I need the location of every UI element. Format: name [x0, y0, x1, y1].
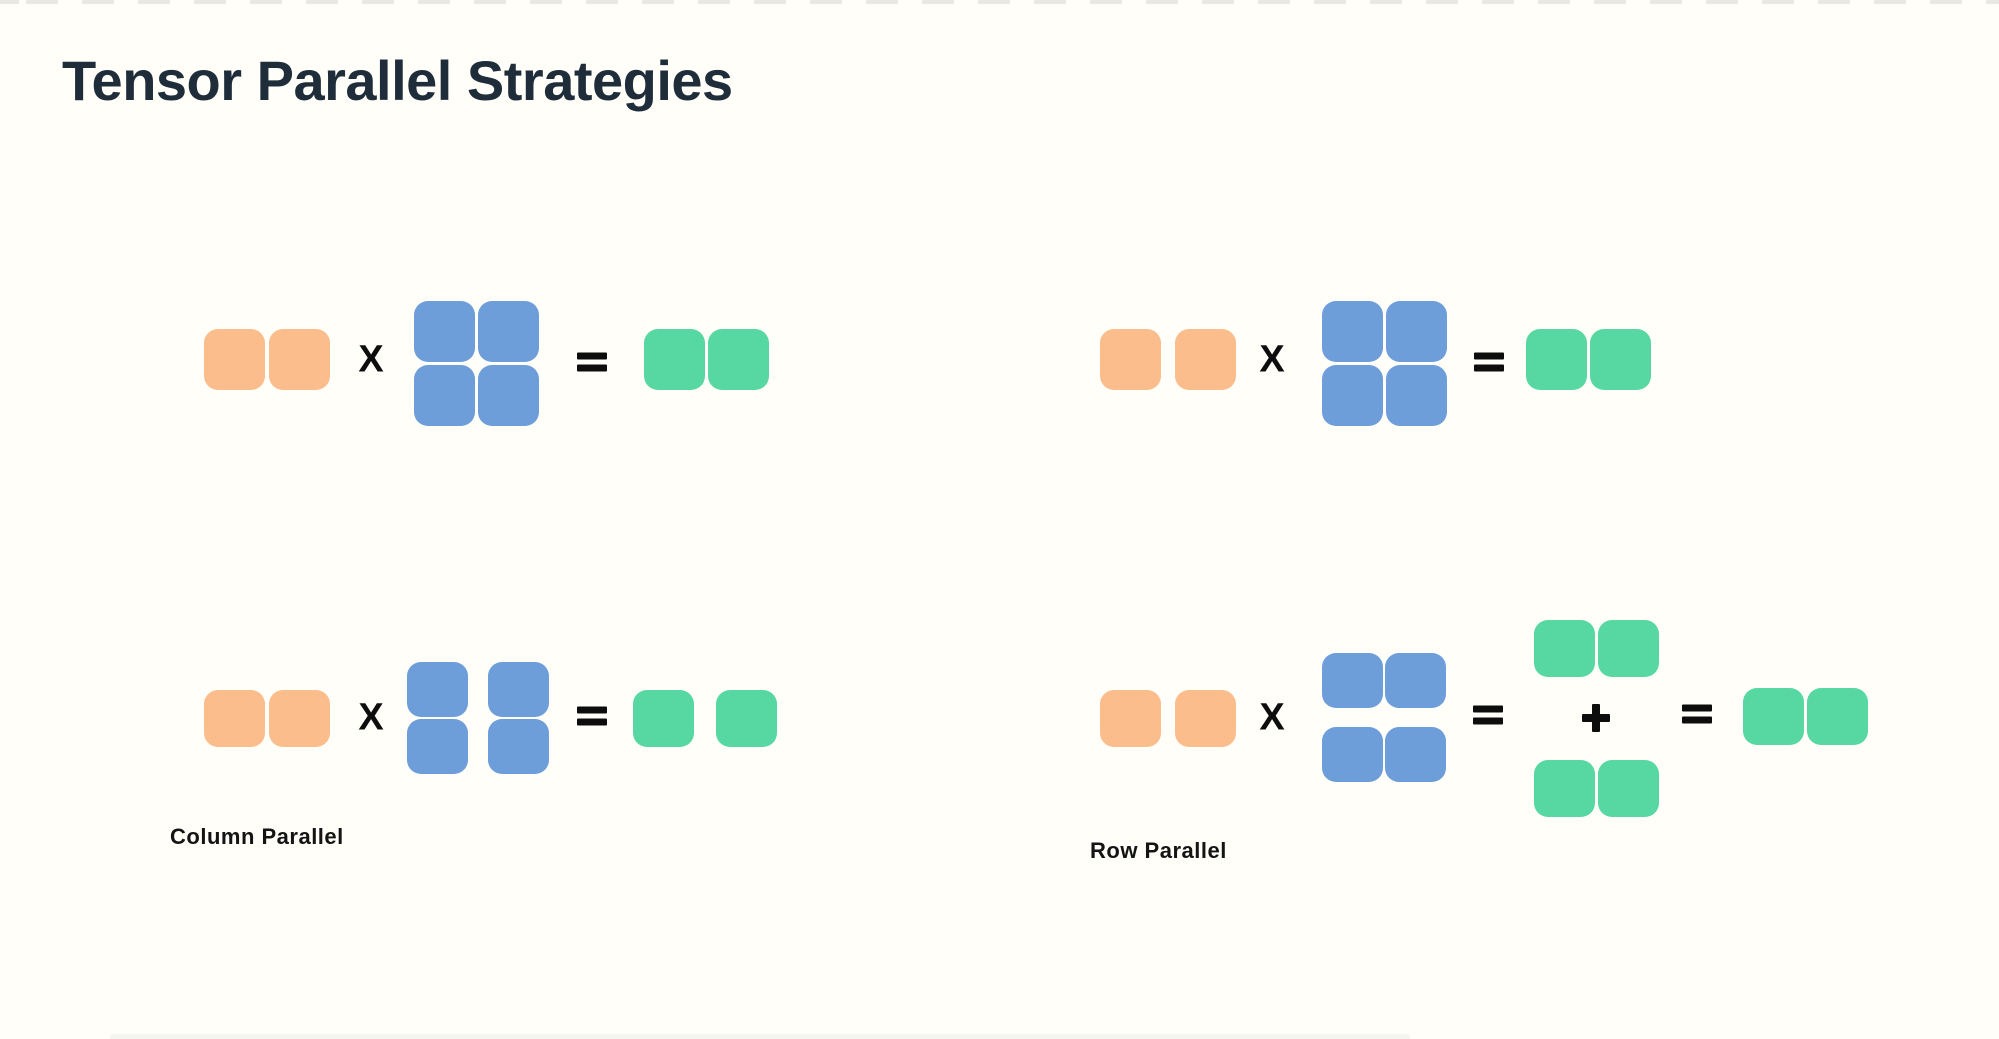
bottom-edge-bar: [110, 1034, 1410, 1039]
equals-bar: [1473, 705, 1503, 713]
page-title: Tensor Parallel Strategies: [62, 49, 733, 112]
output-block: [1526, 329, 1587, 390]
output-block: [633, 690, 694, 747]
input-block: [1100, 690, 1161, 747]
weight-block: [1385, 653, 1446, 708]
weight-block: [478, 301, 539, 362]
weight-block: [414, 365, 475, 426]
weight-block: [1322, 301, 1383, 362]
weight-block: [488, 662, 549, 717]
equals-operator: [1682, 704, 1712, 724]
plus-horizontal-bar: [1582, 714, 1610, 722]
weight-block: [1322, 365, 1383, 426]
top-edge-pattern: [0, 0, 1999, 4]
equals-operator: [577, 352, 607, 372]
output-block: [1743, 688, 1804, 745]
input-block: [1100, 329, 1161, 390]
equals-bar: [1474, 364, 1504, 372]
weight-block: [1385, 727, 1446, 782]
equals-bar: [1473, 717, 1503, 725]
output-block: [1598, 620, 1659, 677]
equals-bar: [577, 718, 607, 726]
equals-bar: [577, 352, 607, 360]
input-block: [204, 329, 265, 390]
weight-block: [1322, 653, 1383, 708]
weight-block: [407, 719, 468, 774]
output-block: [1534, 620, 1595, 677]
equals-operator: [1473, 705, 1503, 725]
weight-block: [1386, 365, 1447, 426]
equals-bar: [1682, 704, 1712, 712]
weight-block: [414, 301, 475, 362]
weight-block: [478, 365, 539, 426]
equals-operator: [1474, 352, 1504, 372]
plus-operator: [1582, 704, 1610, 732]
equals-bar: [1682, 716, 1712, 724]
multiply-operator: X: [1259, 338, 1285, 381]
input-block: [1175, 690, 1236, 747]
multiply-operator: X: [358, 696, 384, 739]
input-block: [204, 690, 265, 747]
weight-block: [1386, 301, 1447, 362]
multiply-operator: X: [358, 338, 384, 381]
output-block: [1590, 329, 1651, 390]
input-block: [1175, 329, 1236, 390]
weight-block: [1322, 727, 1383, 782]
equals-bar: [1474, 352, 1504, 360]
input-block: [269, 329, 330, 390]
output-block: [1534, 760, 1595, 817]
output-block: [1807, 688, 1868, 745]
weight-block: [407, 662, 468, 717]
input-block: [269, 690, 330, 747]
output-block: [708, 329, 769, 390]
output-block: [644, 329, 705, 390]
equals-bar: [577, 706, 607, 714]
weight-block: [488, 719, 549, 774]
diagram-label: Column Parallel: [170, 824, 344, 849]
output-block: [716, 690, 777, 747]
output-block: [1598, 760, 1659, 817]
equals-operator: [577, 706, 607, 726]
equals-bar: [577, 364, 607, 372]
diagram-label: Row Parallel: [1090, 838, 1227, 863]
multiply-operator: X: [1259, 696, 1285, 739]
